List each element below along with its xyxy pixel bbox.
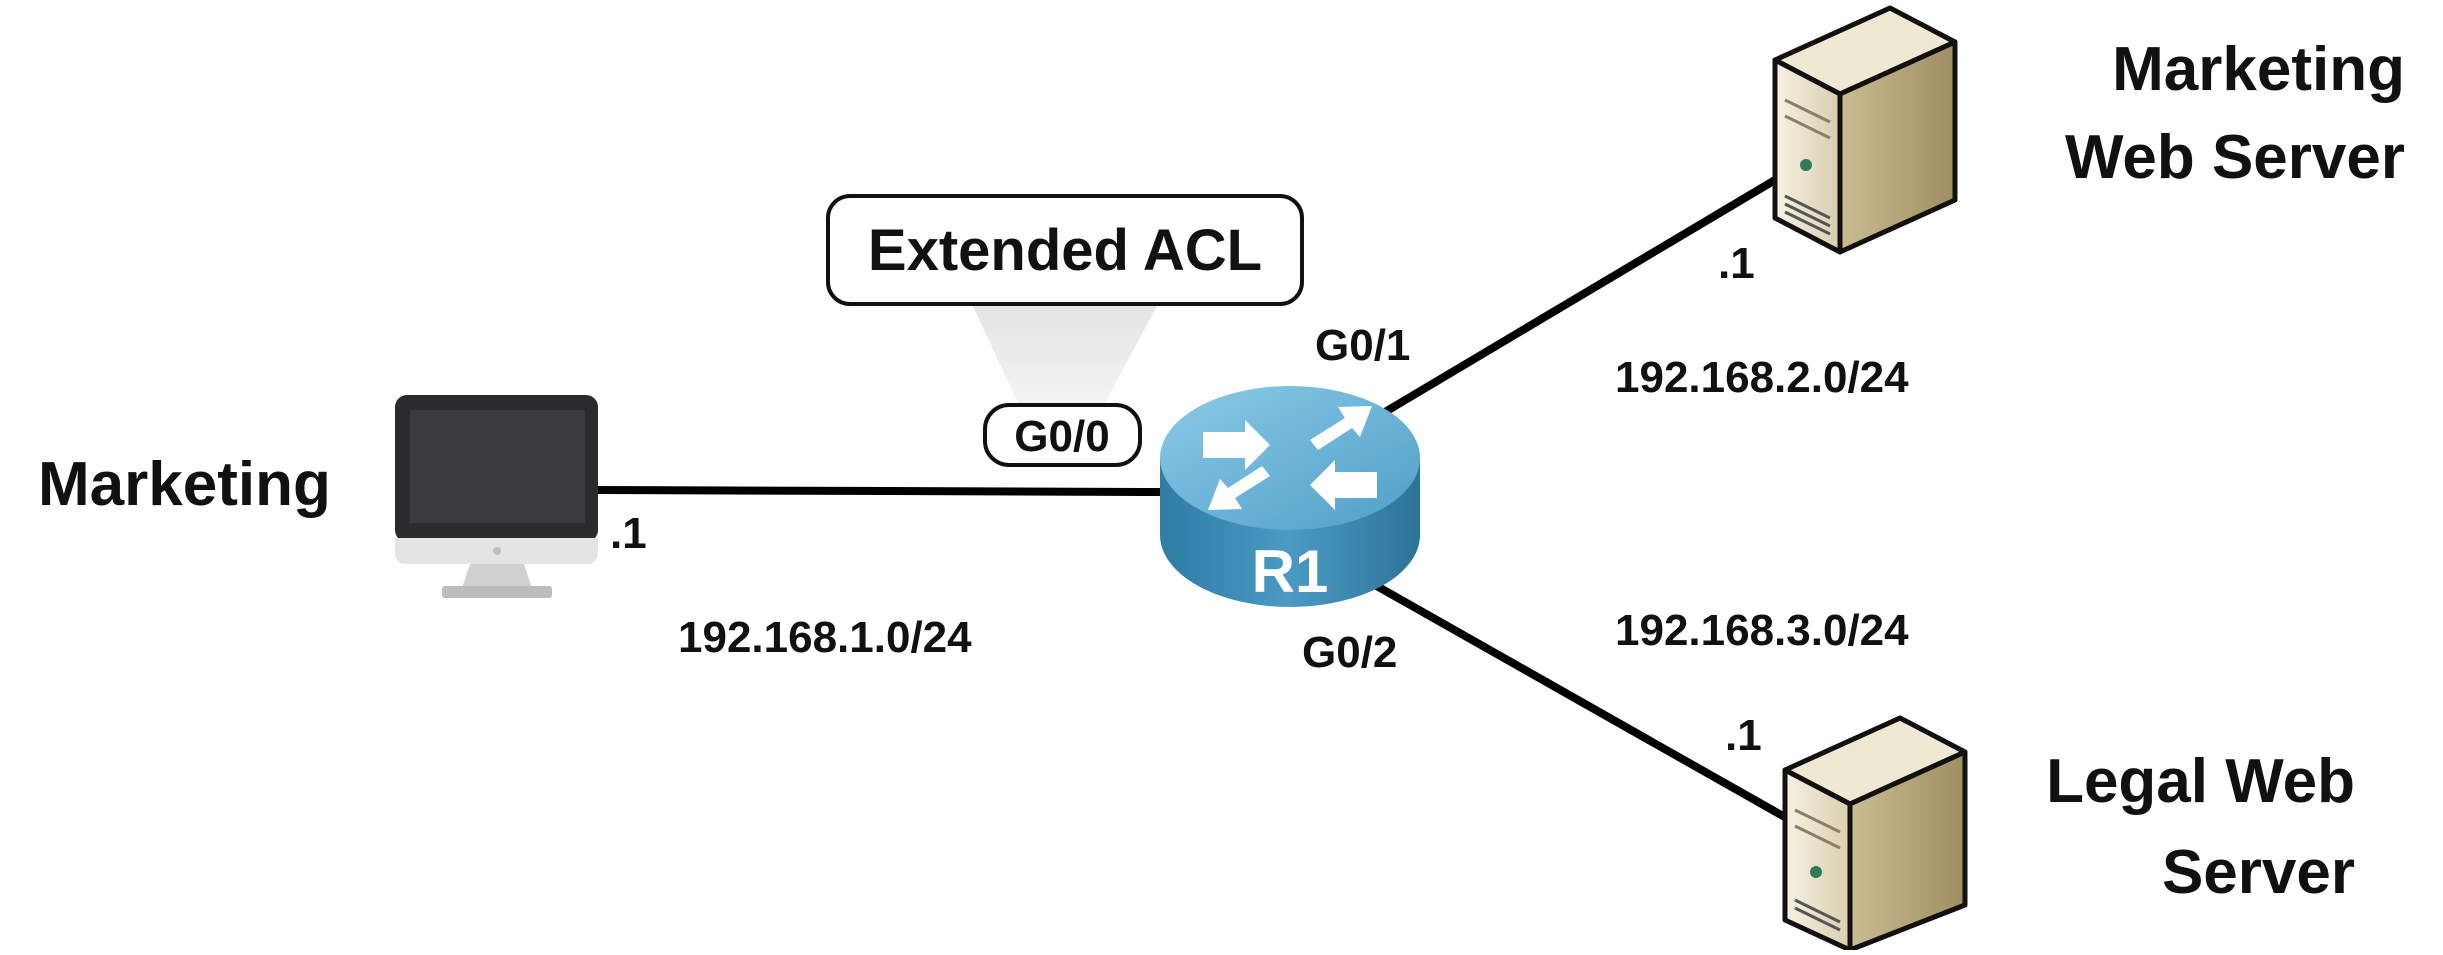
subnet-3-label: 192.168.3.0/24 [1615,606,1909,655]
acl-callout: Extended ACL [826,194,1304,306]
interface-g0-1-label: G0/1 [1315,321,1410,370]
acl-callout-box [826,194,1304,306]
interface-g0-0-box [983,403,1142,467]
subnet-1-label: 192.168.1.0/24 [678,613,972,662]
monitor-logo [493,547,501,555]
marketing-pc-host-suffix: .1 [610,509,647,558]
subnet-2-label: 192.168.2.0/24 [1615,353,1909,402]
acl-callout-label: Extended ACL [868,218,1262,283]
marketing-server-host-suffix: .1 [1718,239,1755,288]
marketing-server-label-line1: Marketing [2112,35,2405,104]
marketing-pc [395,395,598,598]
link-router-marketing-server [1377,176,1778,419]
monitor-stand [462,564,532,588]
acl-callout-beam [970,300,1160,403]
server-led [1810,866,1822,878]
interface-g0-0-badge: G0/0 [983,403,1142,467]
link-pc-router [594,486,1161,496]
router-label: R1 [1252,538,1329,605]
marketing-server [1772,5,1958,255]
router-top [1160,386,1420,530]
router-arrows-icon [1203,406,1377,510]
interface-g0-2-label: G0/2 [1302,628,1397,677]
marketing-server-label-line2: Web Server [2065,123,2405,192]
server-front [1772,57,1843,255]
marketing-pc-label: Marketing [38,450,331,519]
monitor-screen [410,410,585,523]
link-router-legal-server [1373,581,1792,824]
server-front [1782,767,1853,953]
legal-server-host-suffix: .1 [1725,711,1762,760]
monitor-base [442,586,552,598]
router-r1: R1 [1160,386,1420,607]
server-led [1800,159,1812,171]
legal-server-label-line2: Server [2162,838,2355,907]
legal-server-label-line1: Legal Web [2046,747,2355,816]
legal-server [1782,715,1968,953]
interface-g0-0-label: G0/0 [1014,412,1109,461]
